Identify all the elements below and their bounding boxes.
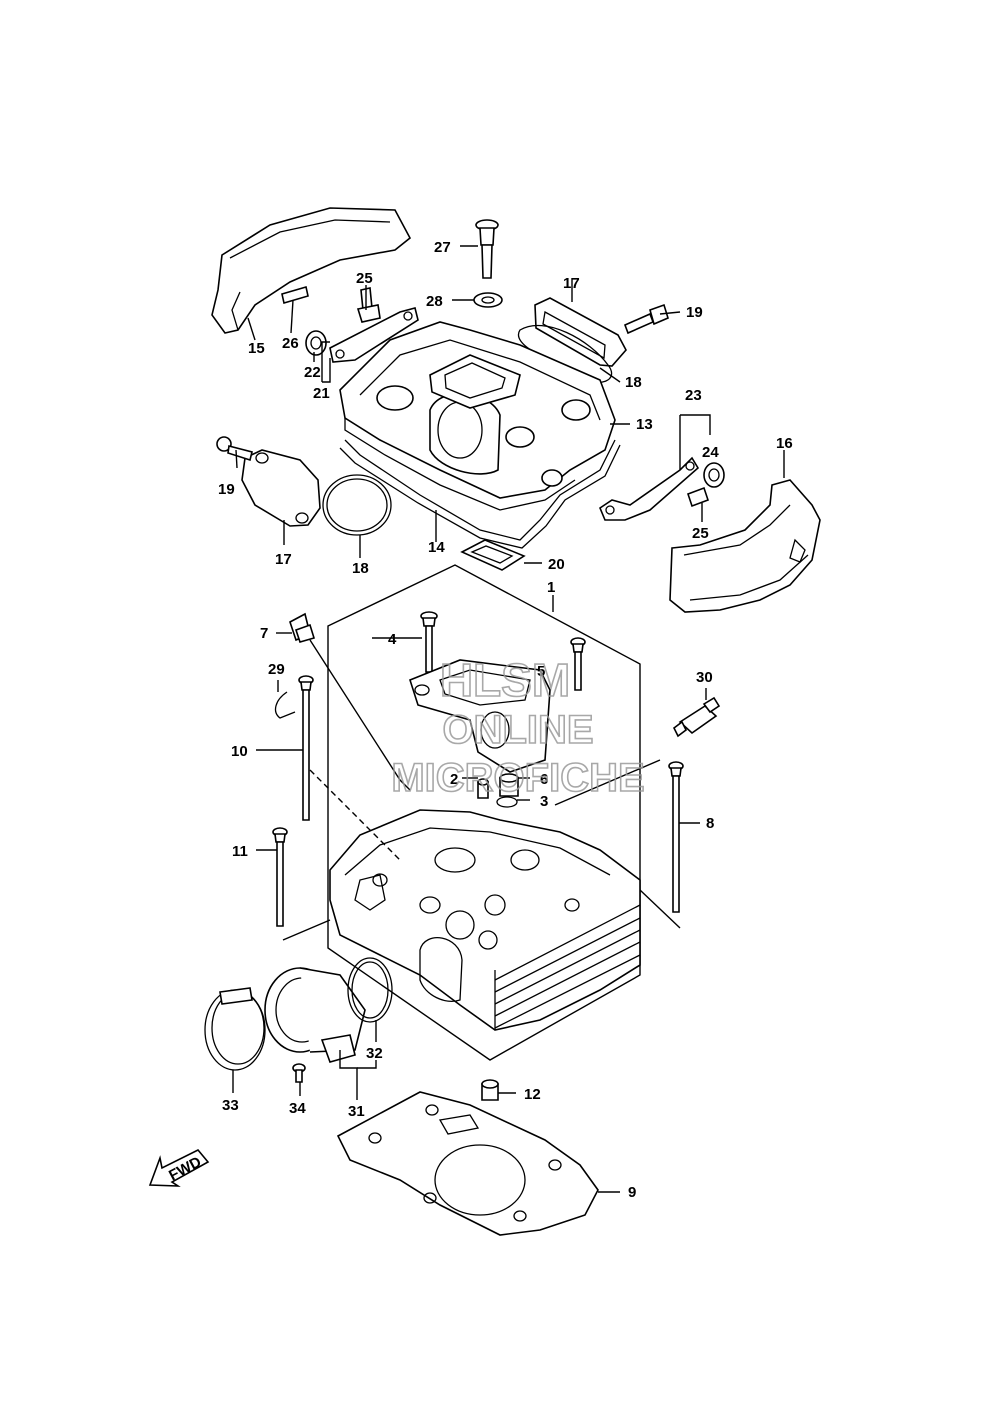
callout-20: 20: [548, 556, 565, 573]
part-11-bolt: [272, 827, 288, 927]
callout-2: 2: [450, 771, 458, 788]
watermark-line-2: ONLINE: [442, 708, 593, 752]
leader-lines: [232, 245, 785, 1193]
part-20-gasket: [460, 539, 526, 571]
callout-14: 14: [428, 539, 445, 556]
callout-5: 5: [537, 663, 545, 680]
watermark-line-3: MICROFICHE: [391, 756, 644, 800]
callout-1: 1: [547, 579, 555, 596]
part-27-bolt: [475, 219, 499, 279]
callout-34: 34: [289, 1100, 306, 1117]
callout-26: 26: [282, 335, 299, 352]
callout-17-upper: 17: [563, 275, 580, 292]
callout-25-upper: 25: [356, 270, 373, 287]
callout-19-right: 19: [686, 304, 703, 321]
part-2-dowel-pin: [477, 778, 489, 799]
callout-3: 3: [540, 793, 548, 810]
callout-12: 12: [524, 1086, 541, 1103]
part-4-bolt: [420, 611, 438, 673]
part-19-bolt-left: [216, 436, 253, 462]
watermark: HLSM ONLINE MICROFICHE: [391, 653, 646, 801]
part-28-washer: [473, 292, 503, 308]
callout-4: 4: [388, 631, 397, 648]
part-14-head-cover-gasket: [339, 439, 621, 549]
callout-8: 8: [706, 815, 714, 832]
part-9-cylinder-head-gasket: [336, 1091, 599, 1236]
callout-11: 11: [232, 843, 248, 860]
callout-6: 6: [540, 771, 548, 788]
part-25-bolt-lower: [686, 486, 710, 508]
watermark-line-1: HLSM: [440, 654, 570, 706]
part-16-head-cover-guard-right: [669, 479, 821, 613]
part-18-o-ring-left: [322, 474, 392, 536]
callout-29: 29: [268, 661, 285, 678]
part-camshaft-holder: [409, 659, 551, 773]
part-34-screw: [292, 1063, 306, 1083]
part-1-frame: [327, 564, 641, 1061]
part-32-o-ring: [347, 957, 393, 1023]
callout-22: 22: [304, 364, 321, 381]
callout-18-left: 18: [352, 560, 369, 577]
callout-18-upper: 18: [625, 374, 642, 391]
part-31-intake-pipe: [264, 967, 366, 1063]
part-25-bolt-upper: [356, 287, 381, 323]
callout-23: 23: [685, 387, 702, 404]
part-12-dowel: [481, 1079, 499, 1101]
callout-25-lower: 25: [692, 525, 709, 542]
callout-10: 10: [231, 743, 248, 760]
callout-31: 31: [348, 1103, 365, 1120]
callout-30: 30: [696, 669, 713, 686]
callout-7: 7: [260, 625, 268, 642]
callout-28: 28: [426, 293, 443, 310]
part-30-spark-plug: [672, 696, 721, 738]
callout-27: 27: [434, 239, 451, 256]
callout-32: 32: [366, 1045, 383, 1062]
fwd-arrow-icon: FWD: [148, 1149, 210, 1187]
part-17-cap-upper: [534, 297, 627, 367]
part-13-cylinder-head-cover: [339, 321, 616, 511]
part-5-bolt: [570, 637, 586, 691]
callout-15: 15: [248, 340, 265, 357]
callout-21: 21: [313, 385, 330, 402]
part-17-cap-left: [241, 449, 321, 527]
part-33-clamp: [204, 987, 266, 1071]
callout-17-left: 17: [275, 551, 292, 568]
part-15-head-cover-guard: [211, 207, 412, 334]
part-23-bracket: [599, 456, 700, 521]
part-24-grommet: [703, 462, 725, 488]
part-22-grommet: [305, 330, 327, 356]
callout-16: 16: [776, 435, 793, 452]
part-7-stud: [289, 612, 316, 643]
part-3-o-ring: [496, 796, 518, 808]
callout-33: 33: [222, 1097, 239, 1114]
part-29-clip: [274, 691, 296, 719]
part-21-bracket: [329, 307, 419, 363]
callout-labels: 1 2 3 4 5 6 7 8 9 10 11 12 13 14 15 16 1…: [218, 239, 793, 1201]
part-10-bolt: [298, 675, 314, 821]
part-8-bolt: [668, 761, 684, 913]
part-26-cushion: [281, 285, 309, 305]
cylinder-head-body: [329, 809, 641, 1031]
callout-24: 24: [702, 444, 719, 461]
callout-13: 13: [636, 416, 653, 433]
part-6-dowel: [499, 773, 519, 797]
callout-19-left: 19: [218, 481, 235, 498]
part-19-bolt-right: [623, 303, 669, 335]
callout-9: 9: [628, 1184, 636, 1201]
